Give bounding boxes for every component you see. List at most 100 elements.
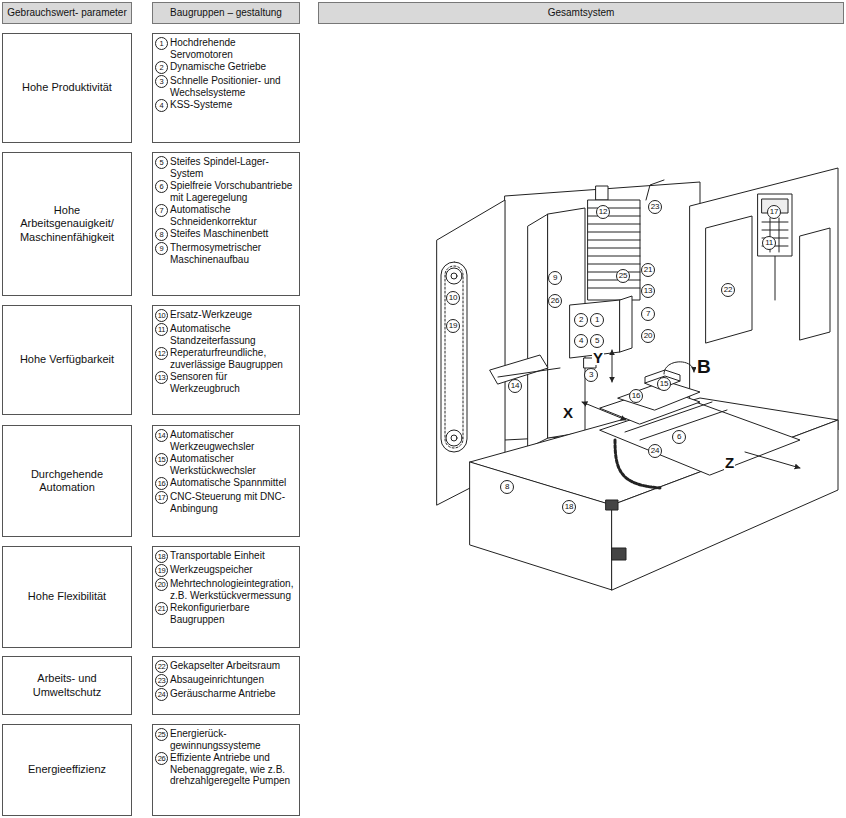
parameter-text: Hohe Verfügbarkeit <box>20 353 114 366</box>
column-header: Gesamtsystem <box>318 2 844 24</box>
component-text: Spielfreie Vorschubantriebe mit Lagerege… <box>170 180 297 203</box>
callout-number: 14 <box>508 379 522 393</box>
drawing-part <box>588 208 640 288</box>
drawing-part <box>446 268 462 284</box>
component-text: KSS-Systeme <box>170 99 297 111</box>
component-text: Effiziente Antriebe und Nebenaggregate, … <box>170 752 297 787</box>
callout-number: 6 <box>672 430 686 444</box>
component-text: Schnelle Positionier- und Wechselsysteme <box>170 75 297 98</box>
list-item: 5Steifes Spindel-Lager-System <box>155 156 297 179</box>
drawing-part <box>588 200 640 300</box>
component-text: Ersatz-Werkzeuge <box>170 309 297 321</box>
column-header: Gebrauchswert- parameter <box>2 2 132 24</box>
component-text: Thermosymetrischer Maschinenaufbau <box>170 242 297 265</box>
callout-number: 13 <box>155 371 168 384</box>
list-item: 6Spielfreie Vorschubantriebe mit Lagereg… <box>155 180 297 203</box>
parameter-box: Hohe Arbeitsgenauigkeit/ Maschinenfähigk… <box>2 152 132 296</box>
list-item: 17CNC-Steuerung mit DNC- Anbingung <box>155 491 297 514</box>
component-text: Automatische Standzeiterfassung <box>170 323 297 346</box>
drawing-part <box>451 273 457 279</box>
component-text: Transportable Einheit <box>170 550 297 562</box>
drawing-part <box>800 228 830 340</box>
header-text: Gebrauchswert- parameter <box>7 7 127 19</box>
column-header: Baugruppen – gestaltung <box>152 2 300 24</box>
callout-number: 21 <box>641 263 655 277</box>
parameter-text: Hohe Produktivität <box>22 81 112 94</box>
drawing-part <box>745 452 800 468</box>
callout-number: 1 <box>590 313 604 327</box>
component-list-box: 10Ersatz-Werkzeuge11Automatische Standze… <box>152 305 300 415</box>
list-item: 24Geräuscharme Antriebe <box>155 688 297 701</box>
parameter-text: Hohe Flexibilität <box>28 590 106 603</box>
callout-number: 21 <box>155 602 168 615</box>
list-item: 4KSS-Systeme <box>155 99 297 112</box>
callout-number: 24 <box>648 444 662 458</box>
callout-number: 2 <box>574 313 588 327</box>
list-item: 10Ersatz-Werkzeuge <box>155 309 297 322</box>
callout-number: 10 <box>446 291 460 305</box>
callout-number: 1 <box>155 37 168 50</box>
drawing-part <box>620 296 632 352</box>
component-text: CNC-Steuerung mit DNC- Anbingung <box>170 491 297 514</box>
list-item: 8Steifes Maschinenbett <box>155 228 297 241</box>
list-item: 19Werkzeugspeicher <box>155 564 297 577</box>
component-text: Automatische Schneidenkorrektur <box>170 204 297 227</box>
callout-number: 16 <box>155 477 168 490</box>
callout-number: 26 <box>548 294 562 308</box>
parameter-text: Hohe Arbeitsgenauigkeit/ Maschinenfähigk… <box>8 204 126 244</box>
drawing-part <box>451 435 457 441</box>
drawing-part <box>646 180 664 200</box>
drawing-part <box>612 548 626 560</box>
axis-label: Z <box>724 455 735 470</box>
parameter-box: Arbeits- und Umweltschutz <box>2 656 132 715</box>
component-text: Gekapselter Arbeitsraum <box>170 660 297 672</box>
list-item: 7Automatische Schneidenkorrektur <box>155 204 297 227</box>
component-list-box: 14Automatischer Werkzeugwechsler15Automa… <box>152 425 300 537</box>
callout-number: 22 <box>721 283 735 297</box>
callout-number: 23 <box>155 674 168 687</box>
callout-number: 8 <box>155 228 168 241</box>
drawing-part <box>470 462 612 590</box>
callout-number: 25 <box>155 728 168 741</box>
machine-drawing <box>437 168 838 590</box>
component-list-box: 25Energierück- gewinnungssysteme26Effizi… <box>152 724 300 816</box>
drawing-part <box>775 256 776 300</box>
callout-number: 5 <box>155 156 168 169</box>
list-item: 26Effiziente Antriebe und Nebenaggregate… <box>155 752 297 787</box>
callout-number: 18 <box>155 550 168 563</box>
list-item: 18Transportable Einheit <box>155 550 297 563</box>
callout-number: 19 <box>446 319 460 333</box>
component-list-box: 5Steifes Spindel-Lager-System6Spielfreie… <box>152 152 300 296</box>
callout-number: 12 <box>155 347 168 360</box>
callout-number: 24 <box>155 688 168 701</box>
drawing-part <box>498 368 560 377</box>
parameter-box: Hohe Produktivität <box>2 33 132 143</box>
list-item: 16Automatische Spannmittel <box>155 477 297 490</box>
drawing-part <box>664 362 694 374</box>
component-list-box: 1Hochdrehende Servomotoren2Dynamische Ge… <box>152 33 300 143</box>
axis-label: B <box>696 357 712 376</box>
callout-number: 7 <box>155 204 168 217</box>
callout-number: 11 <box>155 323 168 336</box>
callout-number: 16 <box>629 389 643 403</box>
callout-number: 2 <box>155 61 168 74</box>
callout-number: 10 <box>155 309 168 322</box>
component-text: Automatischer Werkzeugwechsler <box>170 429 297 452</box>
component-list-box: 22Gekapselter Arbeitsraum23Absaugeinrich… <box>152 656 300 715</box>
list-item: 25Energierück- gewinnungssysteme <box>155 728 297 751</box>
callout-number: 3 <box>155 75 168 88</box>
callout-number: 18 <box>562 500 576 514</box>
component-text: Hochdrehende Servomotoren <box>170 37 297 60</box>
parameter-text: Durchgehende Automation <box>8 468 126 494</box>
drawing-part <box>441 262 467 452</box>
component-text: Steifes Maschinenbett <box>170 228 297 240</box>
component-text: Automatischer Werkstückwechsler <box>170 453 297 476</box>
header-text: Baugruppen – gestaltung <box>170 7 282 19</box>
list-item: 1Hochdrehende Servomotoren <box>155 37 297 60</box>
list-item: 20Mehrtechnologieintegration, z.B. Werks… <box>155 578 297 601</box>
component-text: Energierück- gewinnungssysteme <box>170 728 297 751</box>
drawing-part <box>612 350 613 382</box>
list-item: 14Automatischer Werkzeugwechsler <box>155 429 297 452</box>
callout-number: 8 <box>500 480 514 494</box>
axis-label: X <box>562 405 574 420</box>
